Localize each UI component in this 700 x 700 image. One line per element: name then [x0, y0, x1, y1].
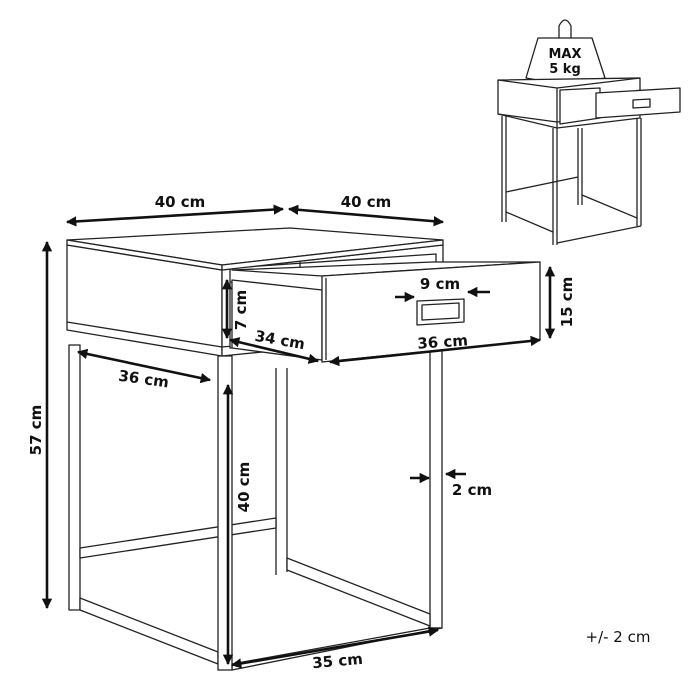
leg-height-label: 40 cm — [235, 462, 253, 513]
small-table-drawer — [595, 87, 681, 119]
total-height-label: 57 cm — [27, 405, 45, 456]
max-load-line1: MAX — [548, 47, 581, 62]
right-leg — [429, 344, 443, 629]
top-depth-arrow — [65, 204, 285, 227]
top-depth-label: 40 cm — [155, 193, 206, 211]
leg-thickness-label: 2 cm — [452, 481, 492, 499]
small-table-rails — [505, 176, 642, 244]
table-drawing — [66, 227, 541, 671]
front-leg — [217, 355, 233, 671]
drawer-front-width-label: 36 cm — [417, 331, 469, 352]
tolerance-label: +/- 2 cm — [586, 628, 651, 646]
back-left-bottom-rail — [79, 517, 277, 559]
base-width-arrow — [230, 626, 440, 669]
top-width-arrow — [287, 204, 445, 227]
small-table-legs — [501, 116, 642, 245]
side-width-arrow — [76, 348, 212, 384]
drawer-front-height-label: 15 cm — [558, 277, 576, 328]
base-width-label: 35 cm — [312, 650, 364, 672]
handle-width-label: 9 cm — [420, 275, 460, 293]
drawer-depth-arrow — [228, 337, 320, 364]
drawer-front-width-arrow — [328, 335, 542, 367]
drawer-inner-height-label: 7 cm — [232, 290, 250, 330]
top-width-label: 40 cm — [341, 193, 392, 211]
dimension-lines — [41, 204, 556, 669]
back-leg — [275, 368, 288, 575]
weight-handle — [558, 19, 572, 38]
max-load-inset: MAX 5 kg — [497, 19, 681, 245]
max-load-line2: 5 kg — [549, 62, 581, 77]
back-right-bottom-rail — [286, 557, 431, 627]
left-leg — [68, 344, 81, 611]
left-bottom-rail — [79, 597, 219, 665]
